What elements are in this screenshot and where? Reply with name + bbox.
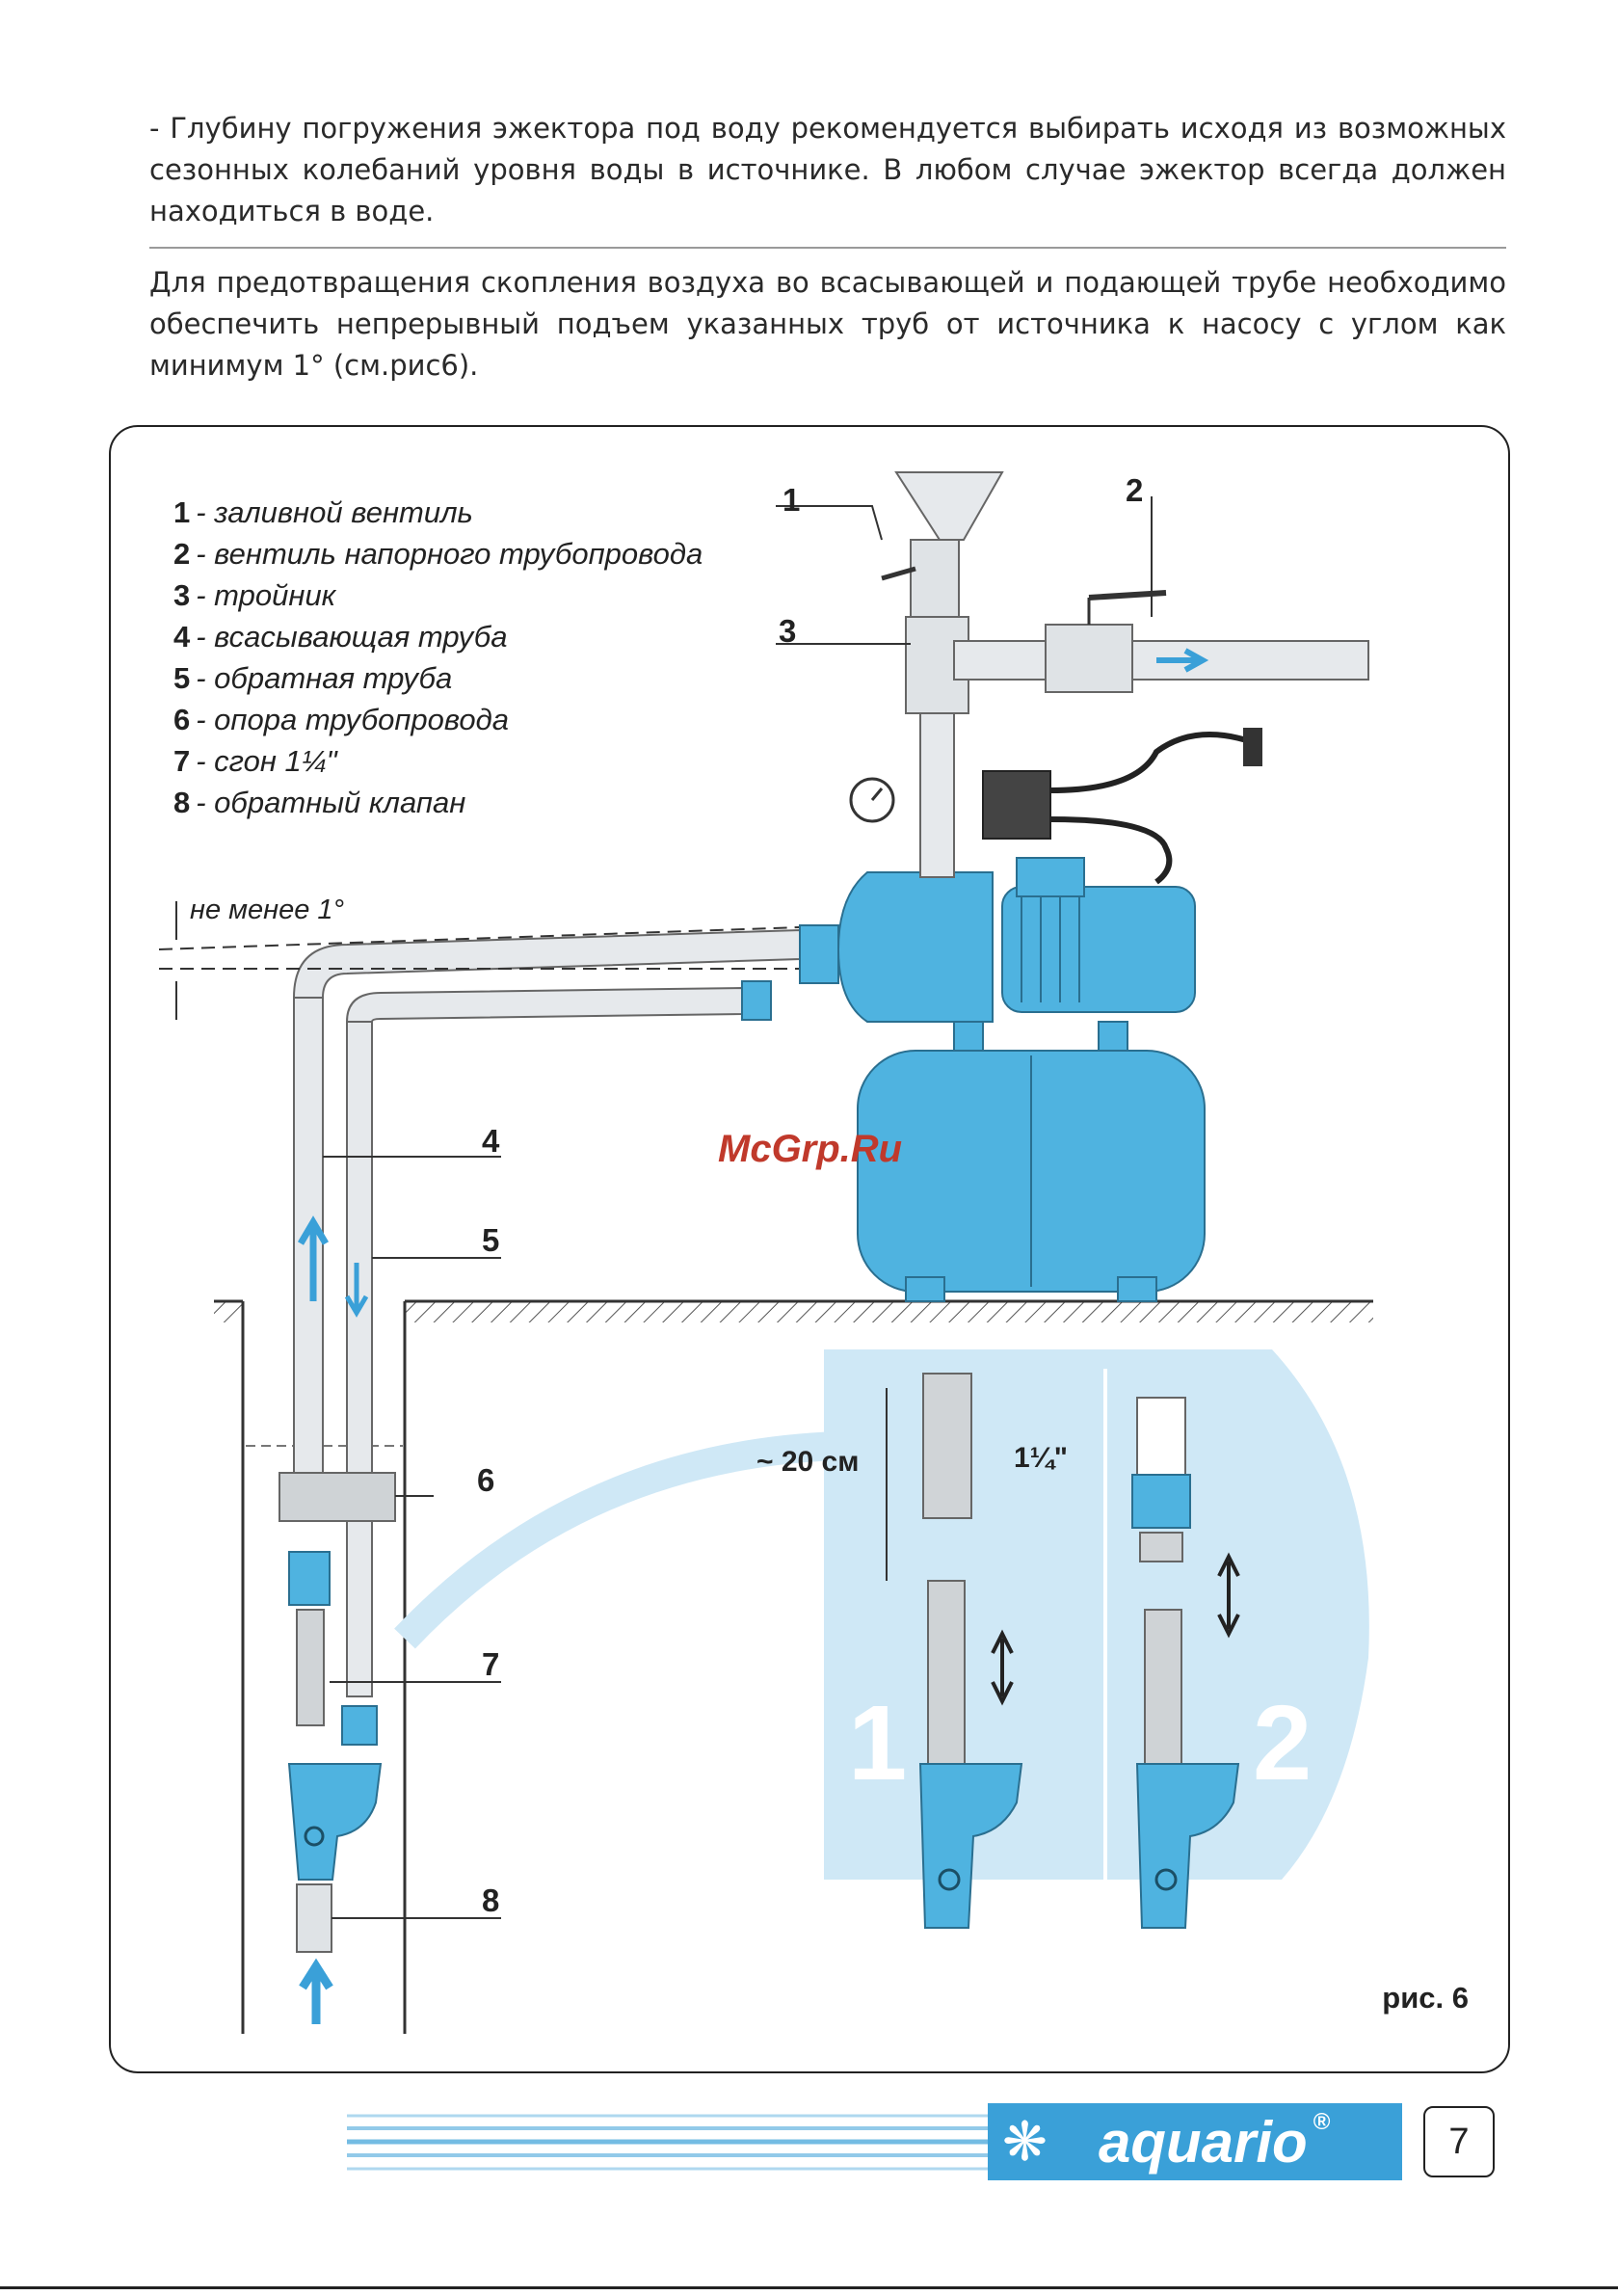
figure-frame — [109, 425, 1510, 2073]
pipe-support — [279, 1472, 396, 1522]
dimension-size: 1¼" — [1014, 1442, 1068, 1474]
union-fitting — [288, 1551, 331, 1606]
return-pipe — [346, 1021, 373, 1697]
delivery-pipe — [953, 640, 1369, 681]
callout-6: 6 — [477, 1462, 495, 1498]
paragraph-ejector-depth: - Глубину погружения эжектора под воду р… — [149, 112, 1506, 227]
figure-caption: рис. 6 — [1382, 1981, 1469, 2015]
power-plug — [1243, 728, 1262, 766]
callout-1: 1 — [782, 482, 801, 518]
filling-valve — [910, 539, 960, 618]
detail-variant-2: 2 — [1253, 1684, 1313, 1802]
legend-item: 7- сгон 1¼" — [173, 744, 337, 778]
pressure-switch — [982, 770, 1051, 840]
callout-8: 8 — [482, 1882, 500, 1918]
legend-item: 1- заливной вентиль — [173, 495, 473, 529]
watermark: McGrp.Ru — [718, 1128, 903, 1170]
angle-note: не менее 1° — [190, 894, 345, 925]
brand-banner — [988, 2103, 1402, 2180]
callout-4: 4 — [482, 1123, 500, 1159]
paragraph-air-prevention: Для предотвращения скопления воздуха во … — [149, 266, 1506, 382]
inflow-arrow — [299, 1958, 333, 2024]
detail-ejector-2 — [1135, 1763, 1240, 1929]
detail-pointer-arrow — [394, 1431, 839, 1649]
brand-logo: aquario® — [1099, 2109, 1331, 2175]
flow-arrow-down — [344, 1263, 369, 1318]
flow-arrow-up — [297, 1215, 330, 1301]
check-valve — [296, 1883, 332, 1953]
callout-7: 7 — [482, 1646, 500, 1682]
suction-pipe — [293, 997, 324, 1500]
legend-item: 2- вентиль напорного трубопровода — [173, 537, 703, 571]
motor — [1001, 886, 1196, 1013]
dimension-length: ~ 20 см — [756, 1446, 860, 1478]
divider — [149, 247, 1506, 249]
ground-hatch — [405, 1301, 1373, 1322]
bottom-border — [0, 2286, 1618, 2289]
callout-5: 5 — [482, 1222, 500, 1258]
legend-item: 6- опора трубопровода — [173, 703, 510, 736]
delivery-valve — [1045, 624, 1133, 693]
filling-funnel — [894, 471, 1004, 541]
ejector — [287, 1763, 383, 1881]
callout-3: 3 — [779, 613, 797, 649]
return-pipe-elbow — [345, 986, 743, 1023]
legend-item: 3- тройник — [173, 578, 336, 612]
legend-item: 4- всасывающая труба — [173, 620, 508, 654]
ground-hatch-left — [214, 1301, 243, 1322]
delivery-flow-arrow — [1156, 648, 1209, 673]
legend: 1- заливной вентиль 2- вентиль напорного… — [173, 492, 703, 823]
detail-ejector-1 — [918, 1763, 1023, 1929]
callout-2: 2 — [1126, 472, 1144, 508]
page-number: 7 — [1423, 2106, 1495, 2177]
snowflake-icon: ❋ — [1002, 2111, 1048, 2174]
footer-stripes — [347, 2114, 993, 2171]
legend-item: 8- обратный клапан — [173, 786, 466, 819]
legend-item: 5- обратная труба — [173, 661, 453, 695]
detail-variant-1: 1 — [848, 1684, 908, 1802]
pump — [836, 871, 994, 1023]
